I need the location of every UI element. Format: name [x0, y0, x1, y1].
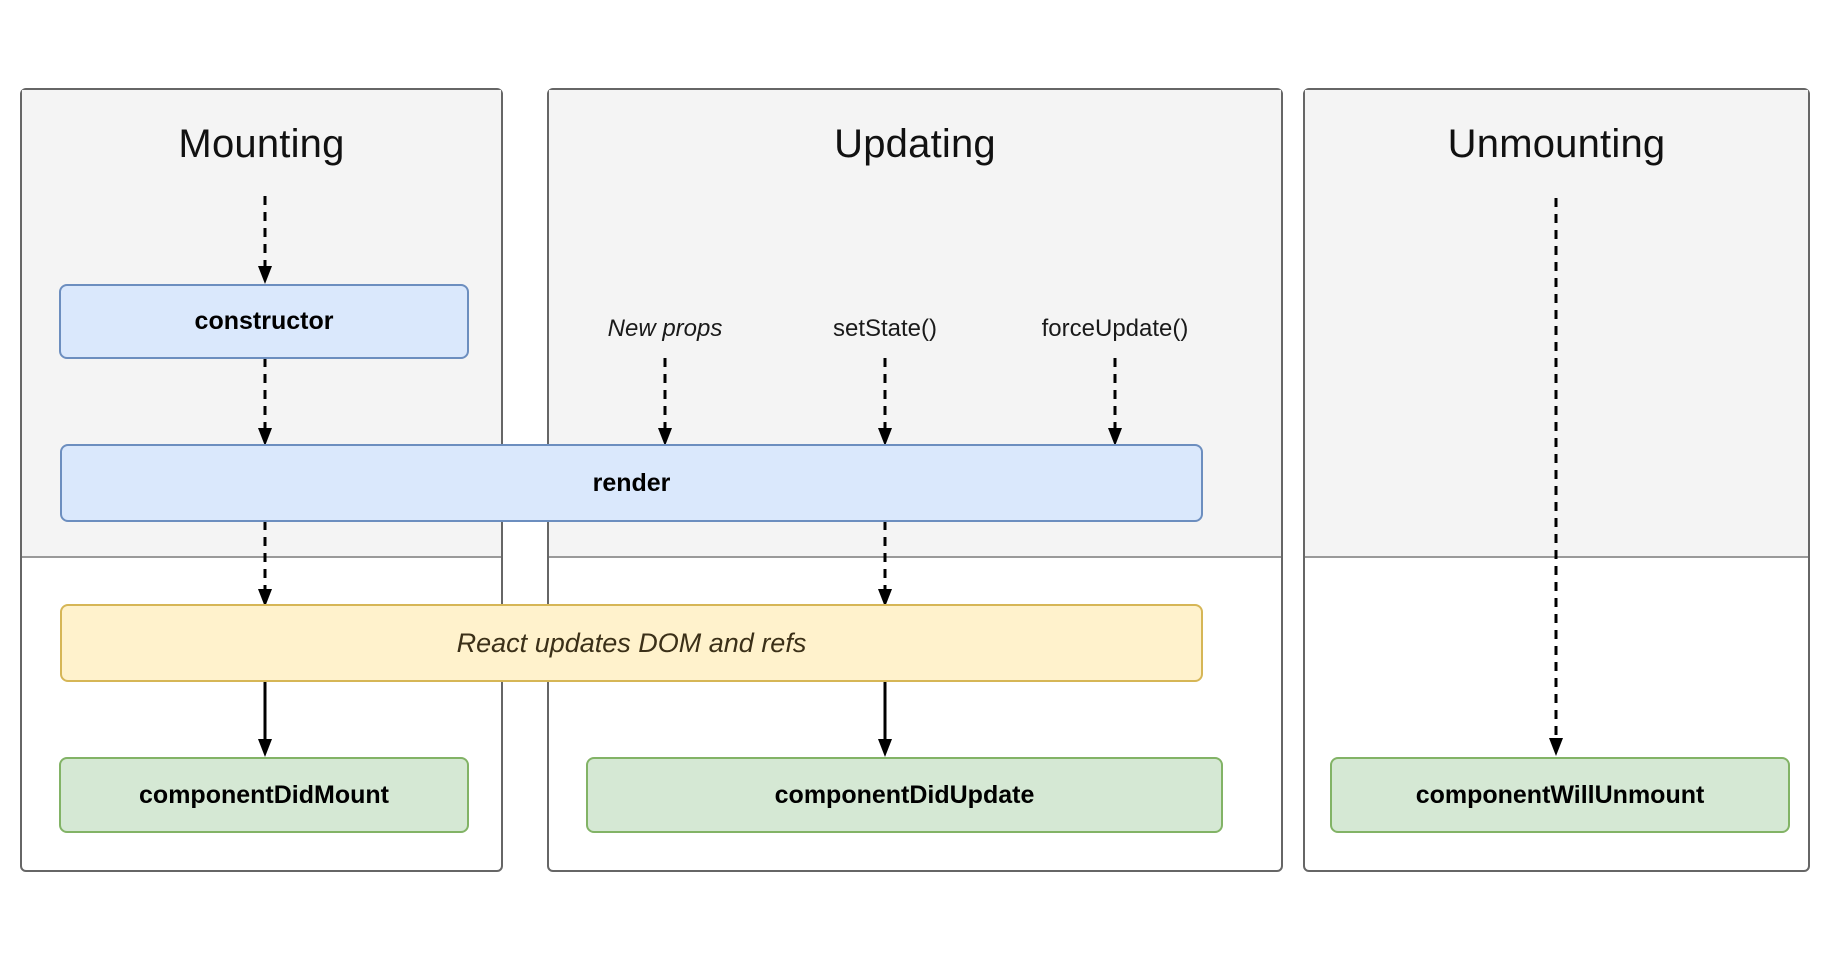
trigger-label-new-props: New props: [607, 315, 723, 342]
phase-title-updating: Updating: [834, 122, 996, 166]
node-component-did-update[interactable]: componentDidUpdate: [586, 757, 1223, 833]
node-react-updates-dom-and-refs[interactable]: React updates DOM and refs: [60, 604, 1203, 682]
phase-title-mounting: Mounting: [178, 122, 345, 166]
phase-column-unmounting: Unmounting: [1303, 88, 1810, 872]
node-component-did-mount[interactable]: componentDidMount: [59, 757, 469, 833]
node-component-will-unmount[interactable]: componentWillUnmount: [1330, 757, 1790, 833]
node-render[interactable]: render: [60, 444, 1203, 522]
trigger-label-set-state: setState(): [832, 315, 938, 342]
node-constructor[interactable]: constructor: [59, 284, 469, 359]
trigger-label-force-update: forceUpdate(): [1041, 315, 1189, 342]
phase-title-unmounting: Unmounting: [1447, 122, 1666, 166]
